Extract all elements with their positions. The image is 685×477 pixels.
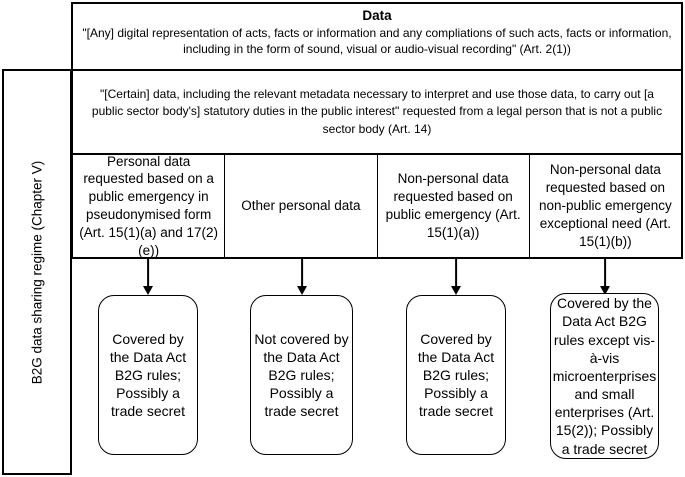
arrow-shaft [604,259,606,287]
arrow-head [143,286,153,295]
certain-data-scope-box: "[Certain] data, including the relevant … [71,69,683,155]
side-label-text: B2G data sharing regime (Chapter V) [29,160,45,384]
arrow-shaft [455,259,457,287]
data-definition-title: Data [362,8,392,23]
category-header-nonpersonal-exceptional: Non-personal data requested based on non… [528,155,681,257]
arrow-down-icon [142,259,154,295]
arrow-down-icon [296,259,308,295]
outcome-text: Not covered by the Data Act B2G rules; P… [254,330,349,420]
data-definition-text: "[Any] digital representation of acts, f… [82,25,672,57]
data-definition-box: Data "[Any] digital representation of ac… [71,2,683,71]
category-header-other-personal: Other personal data [224,155,376,257]
outcome-box-personal-pseudonymised: Covered by the Data Act B2G rules; Possi… [98,295,198,455]
certain-data-scope-text: "[Certain] data, including the relevant … [91,87,663,136]
arrow-head [600,286,610,295]
outcome-text: Covered by the Data Act B2G rules except… [552,295,657,457]
outcome-text: Covered by the Data Act B2G rules; Possi… [417,330,495,420]
category-header-row: Personal data requested based on a publi… [71,153,683,259]
arrow-shaft [147,259,149,287]
outcome-text: Covered by the Data Act B2G rules; Possi… [109,330,187,420]
arrow-head [451,286,461,295]
arrow-shaft [301,259,303,287]
outcome-box-nonpersonal-exceptional: Covered by the Data Act B2G rules except… [550,293,659,459]
outcome-box-other-personal: Not covered by the Data Act B2G rules; P… [250,295,353,455]
category-header-nonpersonal-emergency: Non-personal data requested based on pub… [376,155,529,257]
category-header-personal-pseudonymised: Personal data requested based on a publi… [79,153,219,258]
arrow-head [297,286,307,295]
outcome-box-nonpersonal-emergency: Covered by the Data Act B2G rules; Possi… [406,295,506,455]
arrow-down-icon [450,259,462,295]
side-label-box: B2G data sharing regime (Chapter V) [2,69,72,475]
arrow-down-icon [599,259,611,295]
